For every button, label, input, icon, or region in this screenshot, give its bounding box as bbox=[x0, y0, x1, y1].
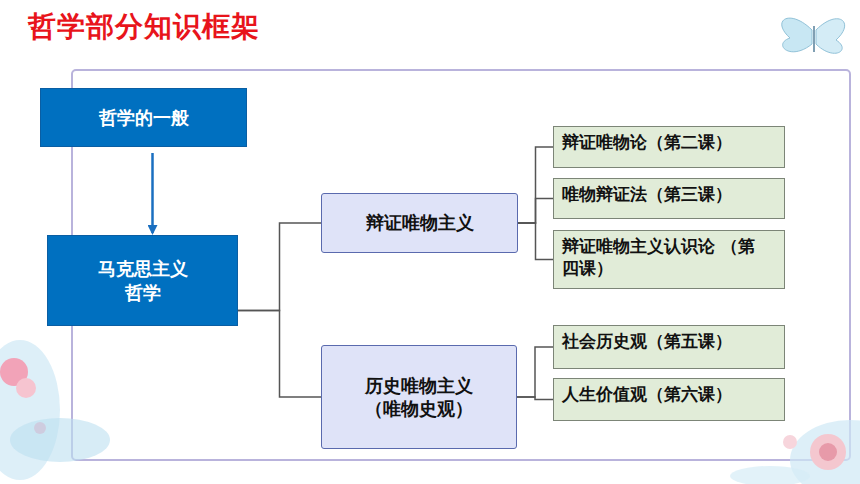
box-label: 辩证唯物主义认识论 （第四课） bbox=[562, 235, 762, 279]
box-label: 人生价值观（第六课） bbox=[562, 383, 776, 405]
bracket-line bbox=[518, 147, 553, 223]
bracket-line bbox=[517, 347, 553, 397]
box-label: 唯物辩证法（第三课） bbox=[562, 183, 776, 205]
lesson-box: 辩证唯物主义认识论 （第四课） bbox=[553, 230, 785, 289]
bracket-line bbox=[518, 223, 553, 260]
box-label: 辩证唯物主义 bbox=[366, 211, 474, 234]
flower-left bbox=[0, 340, 110, 480]
box-label: 历史唯物主义 （唯物史观） bbox=[354, 374, 484, 421]
arrow bbox=[151, 153, 154, 233]
branch-box: 辩证唯物主义 bbox=[321, 193, 518, 253]
box-label: 辩证唯物论（第二课） bbox=[562, 131, 776, 153]
lesson-box: 社会历史观（第五课） bbox=[553, 325, 785, 369]
lesson-box: 人生价值观（第六课） bbox=[553, 378, 785, 421]
box-label: 哲学的一般 bbox=[99, 106, 189, 129]
page-title: 哲学部分知识框架 bbox=[28, 8, 260, 46]
lesson-box: 辩证唯物论（第二课） bbox=[553, 126, 785, 168]
box-label: 社会历史观（第五课） bbox=[562, 330, 776, 352]
bracket-line bbox=[238, 223, 321, 311]
bracket-line bbox=[517, 397, 553, 400]
branch-box: 历史唯物主义 （唯物史观） bbox=[321, 345, 517, 449]
main-box: 马克思主义 哲学 bbox=[47, 235, 238, 326]
bracket-line bbox=[518, 199, 553, 224]
box-label: 马克思主义 哲学 bbox=[88, 257, 198, 304]
flower-right bbox=[730, 420, 860, 484]
butterfly bbox=[782, 18, 845, 53]
general-box: 哲学的一般 bbox=[40, 88, 247, 147]
bracket-line bbox=[238, 311, 321, 398]
lesson-box: 唯物辩证法（第三课） bbox=[553, 178, 785, 219]
